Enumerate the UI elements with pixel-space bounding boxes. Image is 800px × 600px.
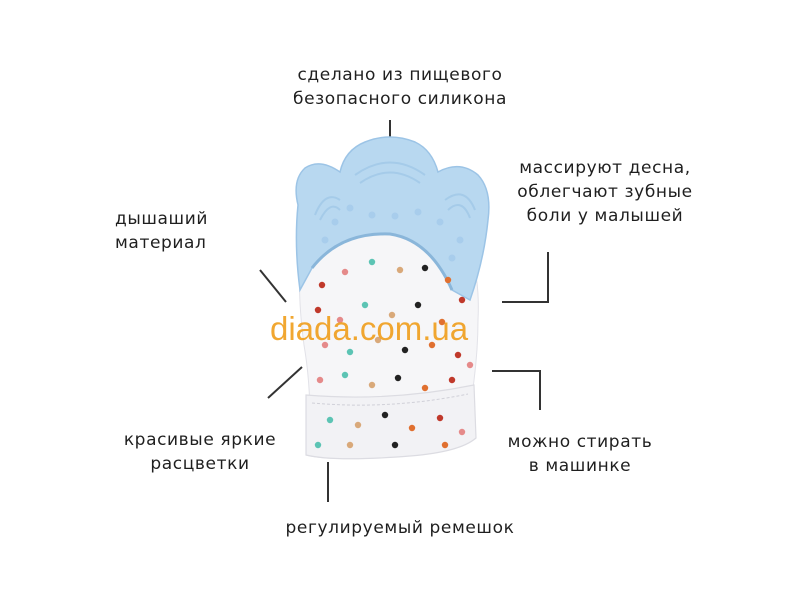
polka-dot — [361, 301, 369, 309]
polka-dot — [458, 428, 466, 436]
polka-dot — [438, 318, 446, 326]
callout-line: материал — [115, 233, 207, 253]
polka-dot — [346, 441, 354, 449]
callout-line: регулируемый ремешок — [285, 518, 515, 538]
polka-dot — [414, 301, 422, 309]
polka-dot — [314, 441, 322, 449]
callout-line: облегчают зубные — [517, 182, 693, 202]
polka-dots — [314, 258, 474, 449]
polka-dot — [421, 384, 429, 392]
leader-line-right-bottom — [492, 370, 541, 410]
polka-dot — [421, 264, 429, 272]
polka-dot — [394, 374, 402, 382]
callout-food-grade-silicone: сделано из пищевого безопасного силикона — [240, 63, 560, 111]
polka-dot — [346, 348, 354, 356]
polka-dot — [396, 266, 404, 274]
callout-line: сделано из пищевого — [297, 65, 503, 85]
polka-dot — [368, 258, 376, 266]
polka-dot — [458, 296, 466, 304]
leader-line-left-bottom — [267, 366, 303, 399]
polka-dot — [441, 441, 449, 449]
polka-dot — [318, 281, 326, 289]
callout-line: красивые яркие — [123, 430, 277, 450]
mitten-strap — [305, 384, 477, 460]
polka-dot — [388, 311, 396, 319]
polka-dot — [408, 424, 416, 432]
polka-dot — [391, 441, 399, 449]
callout-line: можно стирать — [507, 432, 653, 452]
polka-dot — [341, 268, 349, 276]
callout-line: расцветки — [150, 454, 250, 474]
leader-line-right-top — [502, 252, 549, 303]
polka-dot — [354, 421, 362, 429]
polka-dot — [444, 276, 452, 284]
polka-dot — [374, 336, 382, 344]
leader-line-left-top — [259, 269, 287, 303]
polka-dot — [314, 306, 322, 314]
polka-dot — [428, 341, 436, 349]
callout-line: дышаший — [115, 209, 209, 229]
polka-dot — [401, 346, 409, 354]
callout-line: безопасного силикона — [292, 89, 508, 109]
callout-line: боли у малышей — [526, 206, 684, 226]
callout-line: в машинке — [528, 456, 632, 476]
polka-dot — [368, 381, 376, 389]
polka-dot — [316, 376, 324, 384]
polka-dot — [326, 416, 334, 424]
polka-dot — [454, 351, 462, 359]
callout-adjustable-strap: регулируемый ремешок — [250, 516, 550, 540]
polka-dot — [336, 316, 344, 324]
callout-bright-colors: красивые яркие расцветки — [100, 428, 300, 476]
polka-dot — [341, 371, 349, 379]
callout-gum-massage: массируют десна, облегчают зубные боли у… — [490, 156, 720, 228]
polka-dot — [321, 341, 329, 349]
callout-line: массируют десна, — [519, 158, 691, 178]
callout-breathable-material: дышаший материал — [115, 207, 265, 255]
watermark-text: diada.com.ua — [270, 310, 469, 347]
callout-machine-washable: можно стирать в машинке — [480, 430, 680, 478]
polka-dot — [436, 414, 444, 422]
polka-dot — [381, 411, 389, 419]
polka-dot — [448, 376, 456, 384]
polka-dot — [466, 361, 474, 369]
